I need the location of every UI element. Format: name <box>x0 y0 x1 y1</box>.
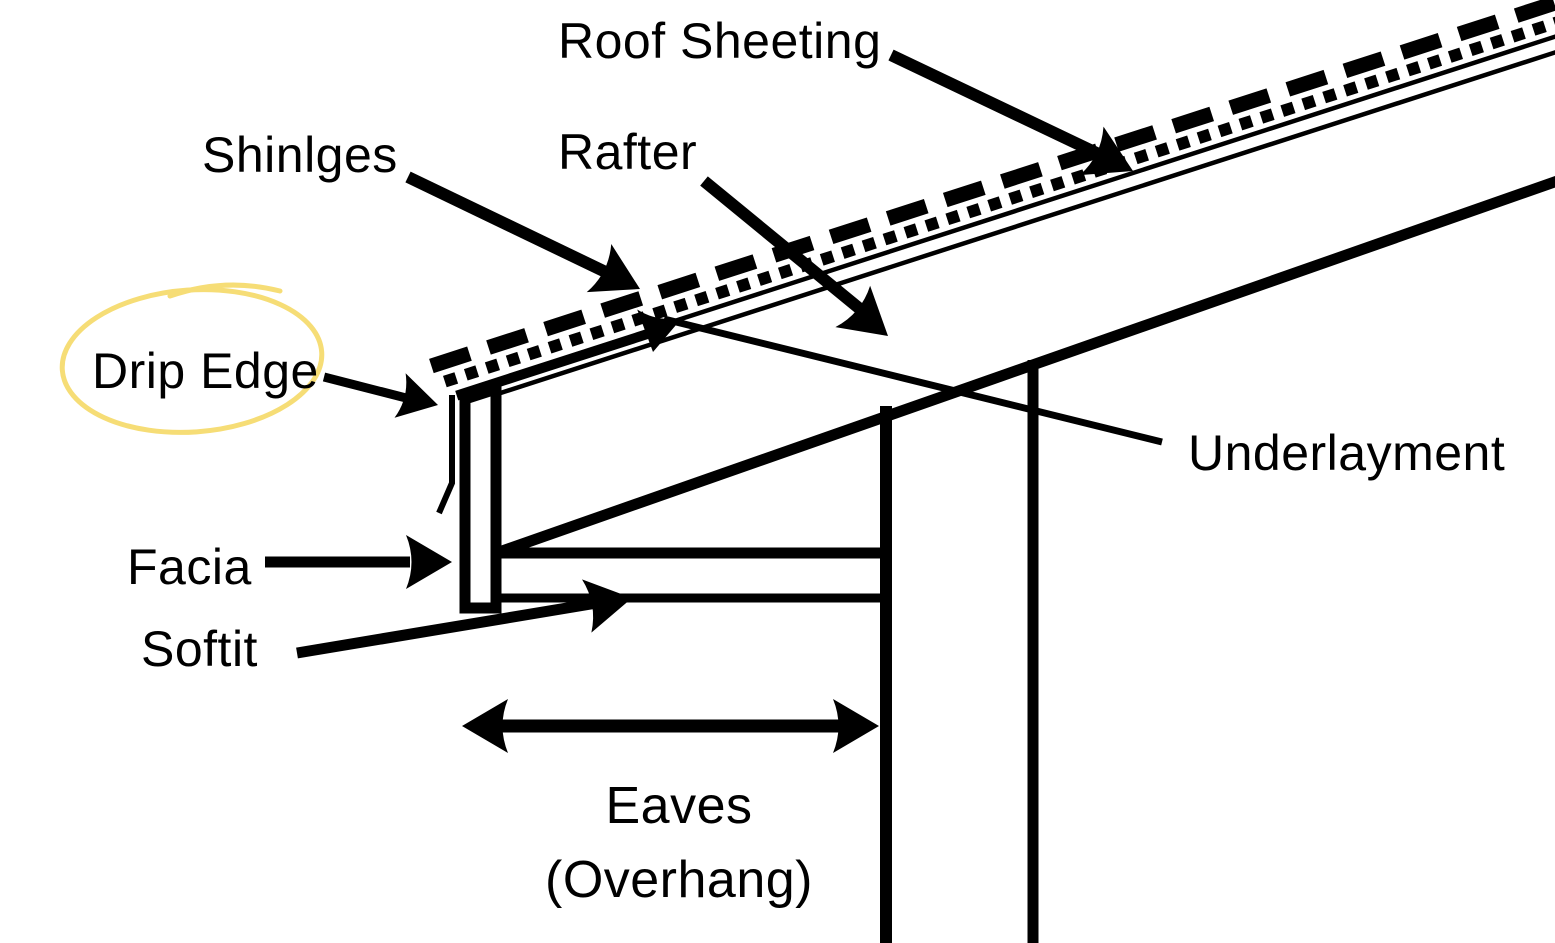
eaves-dimension-arrow <box>462 699 879 753</box>
label-roof-sheeting: Roof Sheeting <box>558 13 881 69</box>
label-underlayment: Underlayment <box>1188 425 1505 481</box>
soffit-arrow <box>296 571 637 659</box>
underlayment-dotted-layer <box>443 0 1555 388</box>
eaves-left-arrowhead-icon <box>462 699 508 753</box>
fascia-board <box>459 381 502 614</box>
roof-sheeting-arrow <box>888 49 1145 196</box>
label-rafter: Rafter <box>558 124 697 180</box>
drip-edge-profile <box>436 395 455 515</box>
label-eaves-line2: (Overhang) <box>545 851 813 909</box>
label-eaves-line1: Eaves <box>605 777 752 835</box>
rafter-bottom-edge <box>486 175 1555 562</box>
drip-edge-arrow <box>322 372 444 428</box>
fascia-arrowhead-icon <box>406 535 452 589</box>
label-shingles: Shinlges <box>202 127 398 183</box>
shingles-arrow <box>405 171 653 314</box>
label-soffit: Softit <box>141 621 258 677</box>
underlayment-arrow <box>630 309 1163 446</box>
rafter-arrow <box>700 176 906 357</box>
drip-edge-flange <box>455 323 668 401</box>
shingles-dashed-layer <box>429 0 1555 374</box>
drip-edge-highlight <box>59 282 325 435</box>
label-fascia: Facia <box>127 539 252 595</box>
eaves-right-arrowhead-icon <box>833 699 879 753</box>
label-drip-edge: Drip Edge <box>92 343 319 399</box>
highlight-ellipse-tail <box>167 282 283 299</box>
fascia-arrow <box>265 535 452 589</box>
